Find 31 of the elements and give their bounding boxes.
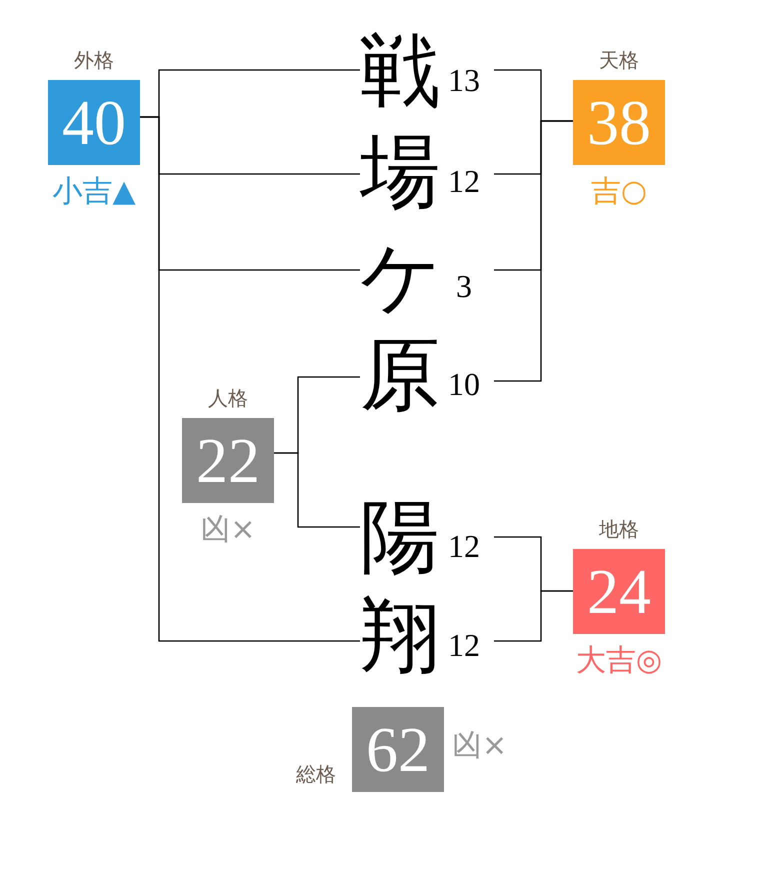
stroke-count: 3 <box>455 269 473 303</box>
grade-label: 外格 <box>74 47 114 74</box>
grade-label: 総格 <box>296 761 336 788</box>
score-box: 40 <box>48 80 140 165</box>
score-box: 38 <box>573 80 665 165</box>
stroke-count: 10 <box>447 367 481 401</box>
score-box: 24 <box>573 549 665 634</box>
stroke-count: 12 <box>447 529 481 563</box>
name-character: 場 <box>360 132 440 212</box>
fortune-rating: 吉○ <box>590 175 648 209</box>
name-character: 原 <box>360 335 440 415</box>
connector-line <box>494 590 573 642</box>
connector-line <box>274 452 360 528</box>
stroke-count: 13 <box>447 63 481 97</box>
name-character: ケ <box>360 237 440 317</box>
connector-line <box>494 120 573 382</box>
fortune-rating: 大吉◎ <box>576 644 662 678</box>
fortune-rating: 凶× <box>452 728 508 762</box>
stroke-count: 12 <box>447 628 481 662</box>
fortune-rating: 凶× <box>200 513 256 547</box>
grade-label: 地格 <box>599 516 639 543</box>
grade-label: 人格 <box>208 385 248 412</box>
name-character: 戦 <box>360 31 440 111</box>
name-character: 陽 <box>360 497 440 577</box>
score-box: 22 <box>182 418 274 503</box>
name-character: 翔 <box>360 596 440 676</box>
connector-line <box>140 116 360 642</box>
stroke-count: 12 <box>447 164 481 198</box>
fortune-rating: 小吉▲ <box>52 175 136 209</box>
grade-label: 天格 <box>599 47 639 74</box>
score-box: 62 <box>352 707 444 792</box>
